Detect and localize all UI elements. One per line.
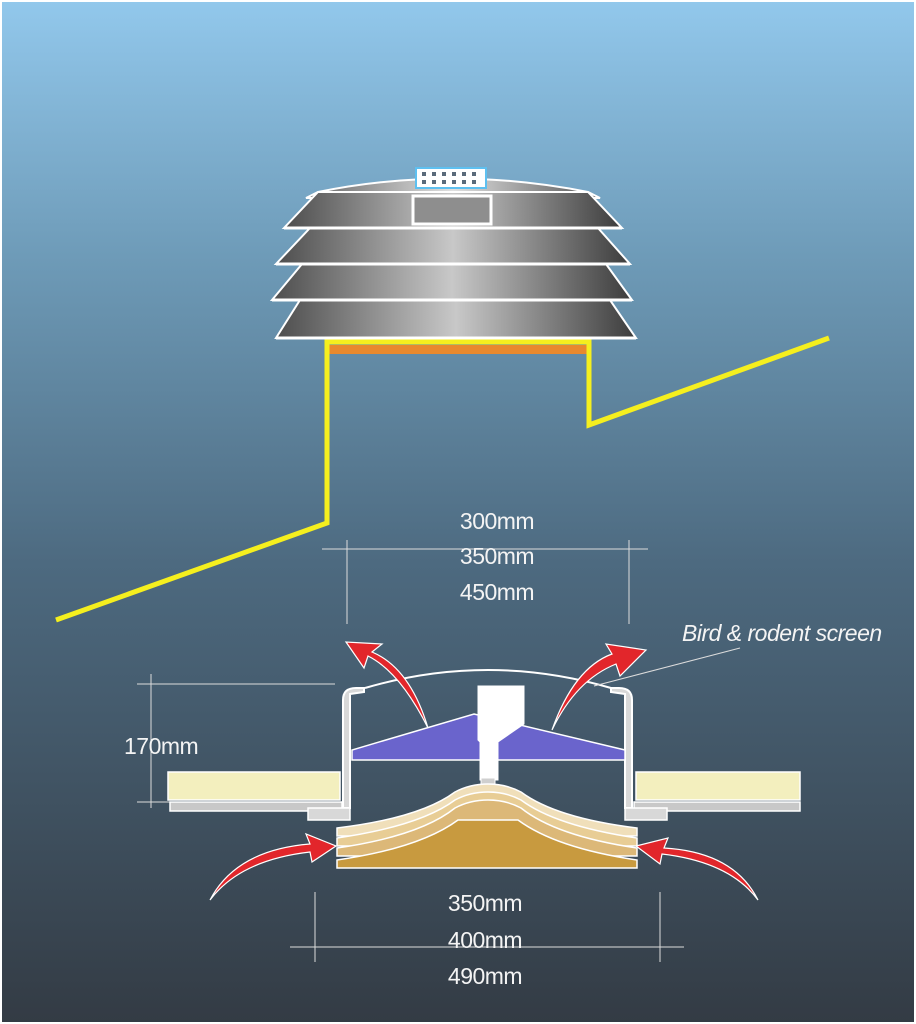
- airflow-arrow-icon-up-left: [344, 641, 429, 729]
- airflow-arrow-icon-in-right: [634, 837, 759, 901]
- housing-flange-left: [307, 807, 351, 821]
- top-width-label-2: 350mm: [459, 543, 535, 569]
- height-label: 170mm: [124, 733, 199, 759]
- roof-ventilator-cap: [269, 167, 638, 340]
- cross-section: [137, 641, 801, 962]
- central-post: [477, 685, 525, 781]
- housing-wall-left: [342, 687, 365, 809]
- base-width-label-3: 490mm: [447, 963, 523, 989]
- screen-label: Bird & rodent screen: [682, 620, 882, 646]
- cap-fin-3: [269, 263, 634, 301]
- screen-leader-line: [593, 647, 741, 687]
- top-dimension-lines: [322, 540, 648, 624]
- base-width-label-1: 350mm: [447, 890, 523, 916]
- flashing-strip: [329, 345, 587, 354]
- airflow-arrows: [209, 641, 759, 901]
- cap-fin-2: [273, 227, 633, 265]
- ceiling-board-right: [633, 801, 801, 812]
- bottom-dimension-lines: [290, 892, 684, 962]
- roof-line: [55, 335, 830, 623]
- base-cone: [336, 783, 638, 869]
- insulation-right: [635, 771, 801, 801]
- vent-grille-icon: [415, 167, 487, 189]
- housing-wall-right: [610, 687, 633, 809]
- airflow-arrow-icon-in-left: [209, 832, 338, 901]
- housing-flange-right: [624, 807, 668, 821]
- insulation-left: [167, 771, 341, 801]
- cap-window: [411, 194, 493, 226]
- airflow-arrow-icon-up-right: [551, 643, 648, 731]
- cap-fin-4: [274, 299, 638, 339]
- base-width-label-2: 400mm: [447, 927, 523, 953]
- top-width-label-1: 300mm: [459, 508, 535, 534]
- top-width-label-3: 450mm: [459, 579, 535, 605]
